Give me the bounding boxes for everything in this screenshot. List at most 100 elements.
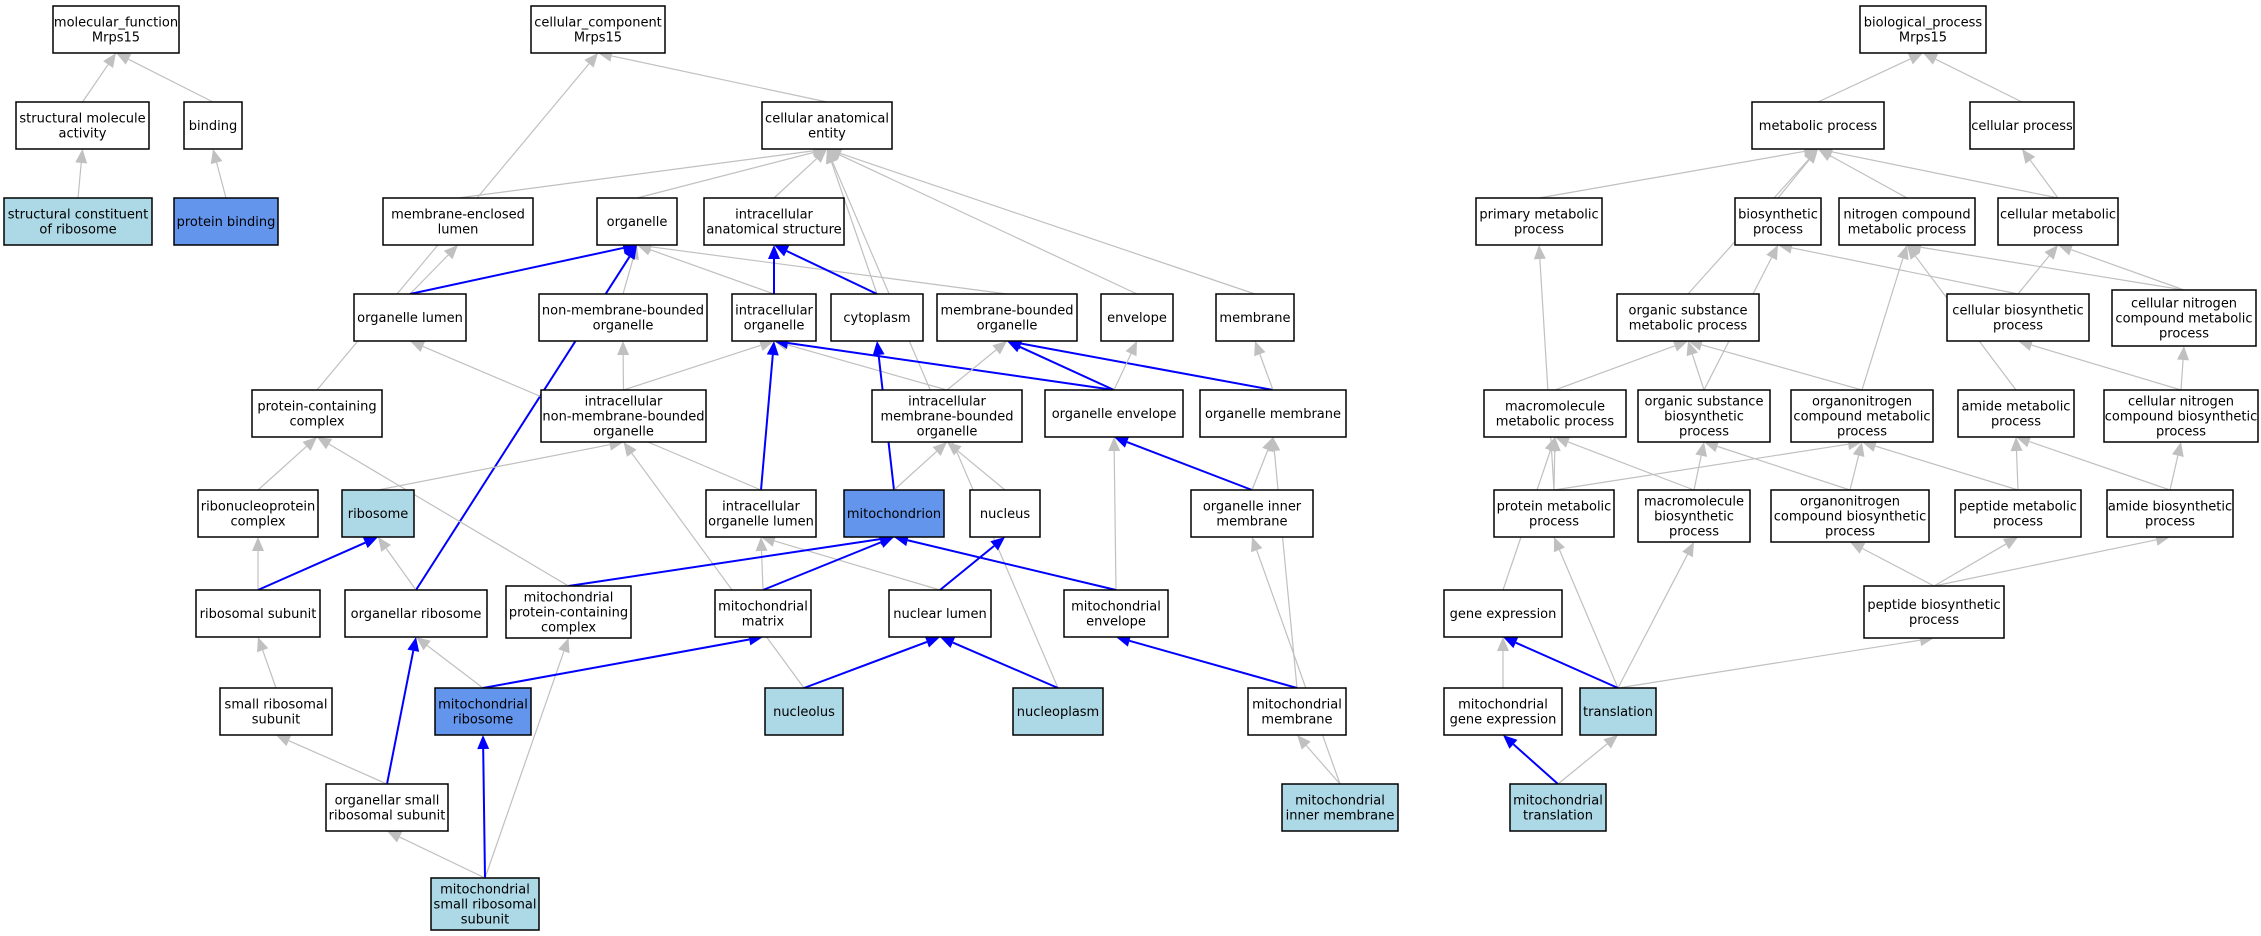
arrowhead-icon (990, 537, 1005, 551)
edge-mrib-to-mmatrix (482, 633, 763, 689)
node-metab[interactable]: metabolic process (1751, 101, 1885, 150)
edge-line (1691, 354, 1705, 391)
node-ribosome[interactable]: ribosome (341, 489, 415, 538)
edge-protmp-to-oncmp (1553, 438, 1862, 491)
node-orib[interactable]: organellar ribosome (344, 589, 488, 638)
node-nlumen[interactable]: nuclear lumen (888, 589, 992, 638)
edge-line (1567, 441, 1695, 491)
node-label: envelope (1107, 311, 1167, 326)
node-cellp[interactable]: cellular process (1969, 101, 2075, 150)
node-label-line: organelle (744, 319, 805, 334)
node-ge[interactable]: gene expression (1443, 589, 1563, 638)
node-cyto[interactable]: cytoplasm (830, 293, 924, 342)
node-mito[interactable]: mitochondrion (843, 489, 945, 538)
node-nucleus[interactable]: nucleus (969, 489, 1041, 538)
node-box (1954, 489, 2082, 538)
node-label-line: amide metabolic (1962, 400, 2071, 415)
node-nucleoplasm[interactable]: nucleoplasm (1012, 687, 1104, 736)
node-label-line: organelle lumen (357, 311, 463, 326)
node-transl[interactable]: translation (1579, 687, 1657, 736)
edge-mbp-to-mmp (1555, 436, 1695, 491)
node-rsub[interactable]: ribosomal subunit (195, 589, 321, 638)
node-box (530, 5, 666, 54)
node-box (1969, 101, 2075, 150)
node-box (1215, 293, 1295, 342)
node-label-line: cellular_component (534, 16, 662, 31)
node-nucleolus[interactable]: nucleolus (764, 687, 844, 736)
node-binding[interactable]: binding (183, 101, 243, 150)
node-label-line: compound biosynthetic (2105, 410, 2258, 425)
arrowhead-icon (387, 831, 403, 843)
node-label-line: mitochondrial (524, 591, 614, 606)
node-box (1190, 489, 1314, 538)
node-orglumen[interactable]: organelle lumen (353, 293, 467, 342)
arrowhead-icon (1907, 53, 1923, 65)
node-box (596, 197, 678, 246)
edge-osbp-to-osmp (1686, 341, 1705, 391)
arrowhead-icon (617, 341, 630, 356)
edge-sma-to-mf (82, 53, 116, 103)
edge-mpcc-to-pcc (317, 437, 569, 587)
node-membrane[interactable]: membrane (1215, 293, 1295, 342)
edge-mpcc-to-mito (568, 533, 894, 587)
edge-line (1920, 246, 2185, 291)
node-orgenv[interactable]: organelle envelope (1044, 389, 1184, 438)
arrowhead-icon (1682, 542, 1694, 558)
node-organelle[interactable]: organelle (596, 197, 678, 246)
edge-line (649, 249, 775, 295)
node-envelope[interactable]: envelope (1100, 293, 1174, 342)
node-orgmem[interactable]: organelle membrane (1199, 389, 1347, 438)
node-label-line: activity (59, 127, 107, 142)
node-pb[interactable]: protein binding (173, 197, 279, 246)
edge-line (1617, 554, 1689, 689)
